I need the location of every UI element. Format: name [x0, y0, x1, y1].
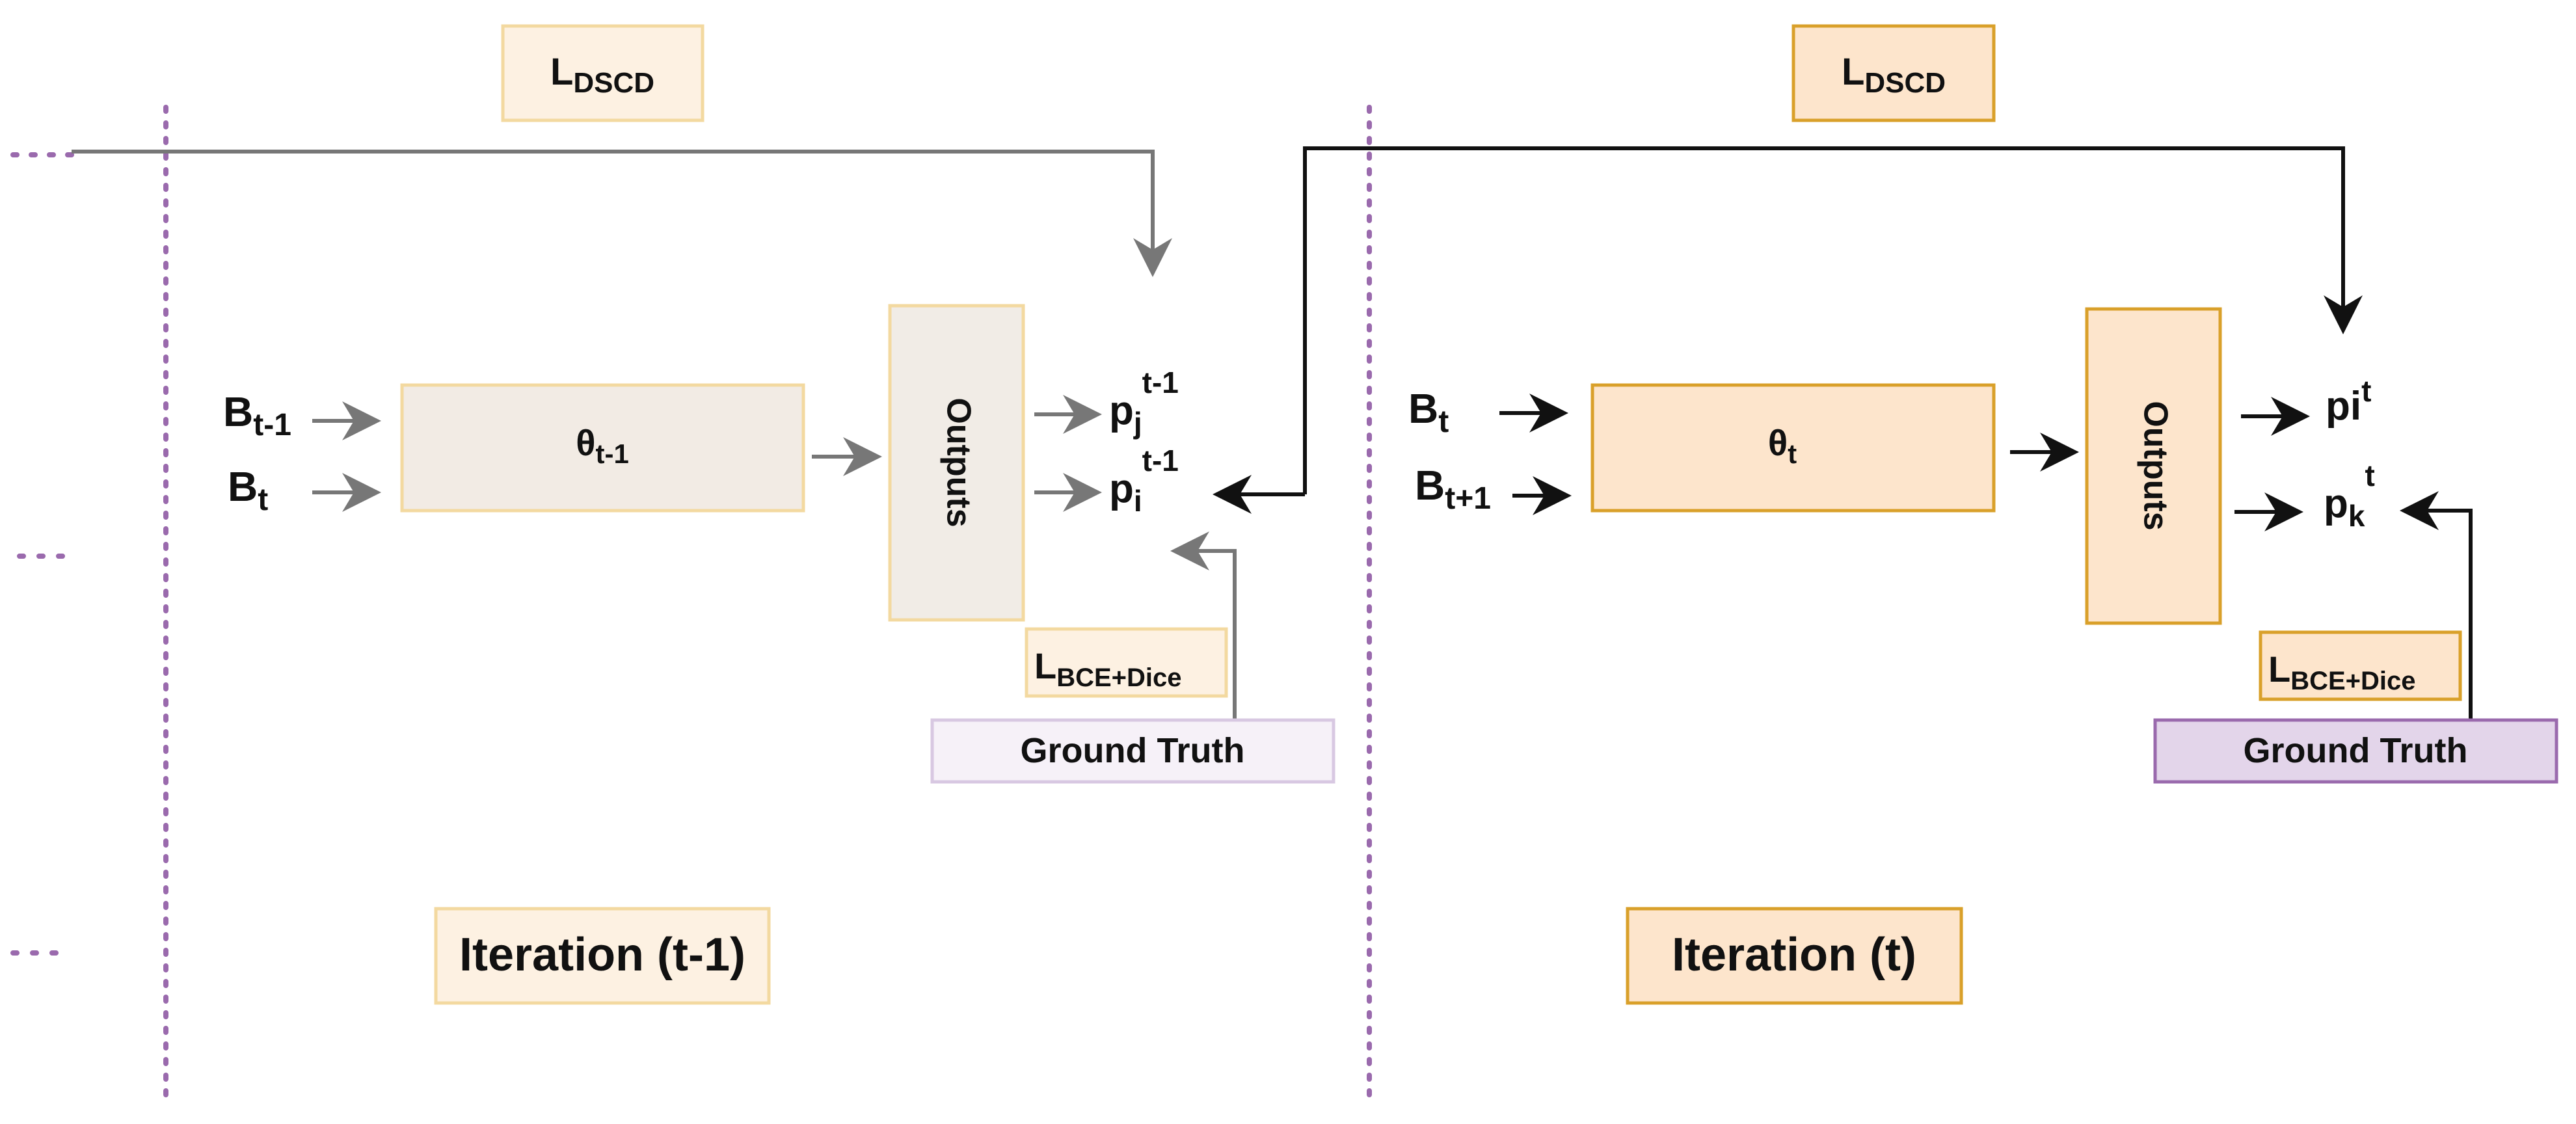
svg-text:θt: θt — [1768, 422, 1797, 469]
outputs-label-prev: Outputs — [939, 397, 977, 527]
svg-text:LBCE+Dice: LBCE+Dice — [2268, 649, 2416, 695]
ground-truth-arrow-prev — [1170, 531, 1237, 719]
prediction-label-pk: pkt — [2324, 459, 2375, 533]
outputs-box-prev: Outputs — [888, 304, 1025, 622]
ground-truth-box-current: Ground Truth — [2153, 718, 2558, 784]
iteration-label-prev: Iteration (t-1) — [459, 929, 745, 981]
ground-truth-box-prev: Ground Truth — [930, 718, 1335, 784]
input-label-prev-top: Bt-1 — [223, 388, 291, 442]
ldscd-box-current: LDSCD — [1791, 24, 1996, 122]
lbce-prev-main: L — [1034, 645, 1056, 686]
svg-text:LDSCD: LDSCD — [550, 51, 654, 99]
theta-box-prev: θt-1 — [400, 383, 805, 513]
outputs-label-current: Outputs — [2136, 401, 2174, 530]
lbce-prev-sub: BCE+Dice — [1056, 663, 1181, 692]
prediction-label-pi-current: pit — [2326, 374, 2371, 429]
iteration-label-box-prev: Iteration (t-1) — [434, 907, 771, 1005]
prediction-label-pi-prev: pit-1 — [1109, 444, 1179, 518]
lbce-box-prev: LBCE+Dice — [1025, 627, 1228, 698]
input-label-prev-bottom: Bt — [228, 463, 268, 517]
iteration-label-current: Iteration (t) — [1672, 929, 1916, 981]
theta-cur-sub: t — [1788, 438, 1797, 469]
ldscd-arrow-current — [1303, 146, 2363, 494]
ldscd-main: L — [550, 51, 573, 93]
theta-box-current: θt — [1590, 383, 1996, 513]
svg-text:θt-1: θt-1 — [576, 422, 629, 469]
svg-text:LBCE+Dice: LBCE+Dice — [1034, 645, 1182, 692]
ground-truth-label-prev: Ground Truth — [1021, 731, 1245, 770]
ldscd-box-prev: LDSCD — [501, 24, 704, 122]
iteration-label-box-current: Iteration (t) — [1626, 907, 1963, 1005]
input-label-cur-top: Bt — [1408, 385, 1449, 439]
ground-truth-label-current: Ground Truth — [2244, 731, 2468, 770]
theta-cur-main: θ — [1768, 422, 1788, 463]
svg-text:LDSCD: LDSCD — [1842, 51, 1946, 99]
ground-truth-arrow-current — [2400, 491, 2473, 719]
ldscd-arrow-prev — [72, 150, 1172, 277]
ldscd-sub: DSCD — [573, 67, 654, 99]
theta-prev-sub: t-1 — [595, 438, 628, 469]
prediction-label-pj: pjt-1 — [1109, 366, 1179, 440]
lbce-box-current: LBCE+Dice — [2259, 630, 2462, 701]
theta-prev-main: θ — [576, 422, 595, 463]
input-label-cur-bottom: Bt+1 — [1415, 462, 1491, 516]
outputs-box-current: Outputs — [2085, 307, 2222, 625]
